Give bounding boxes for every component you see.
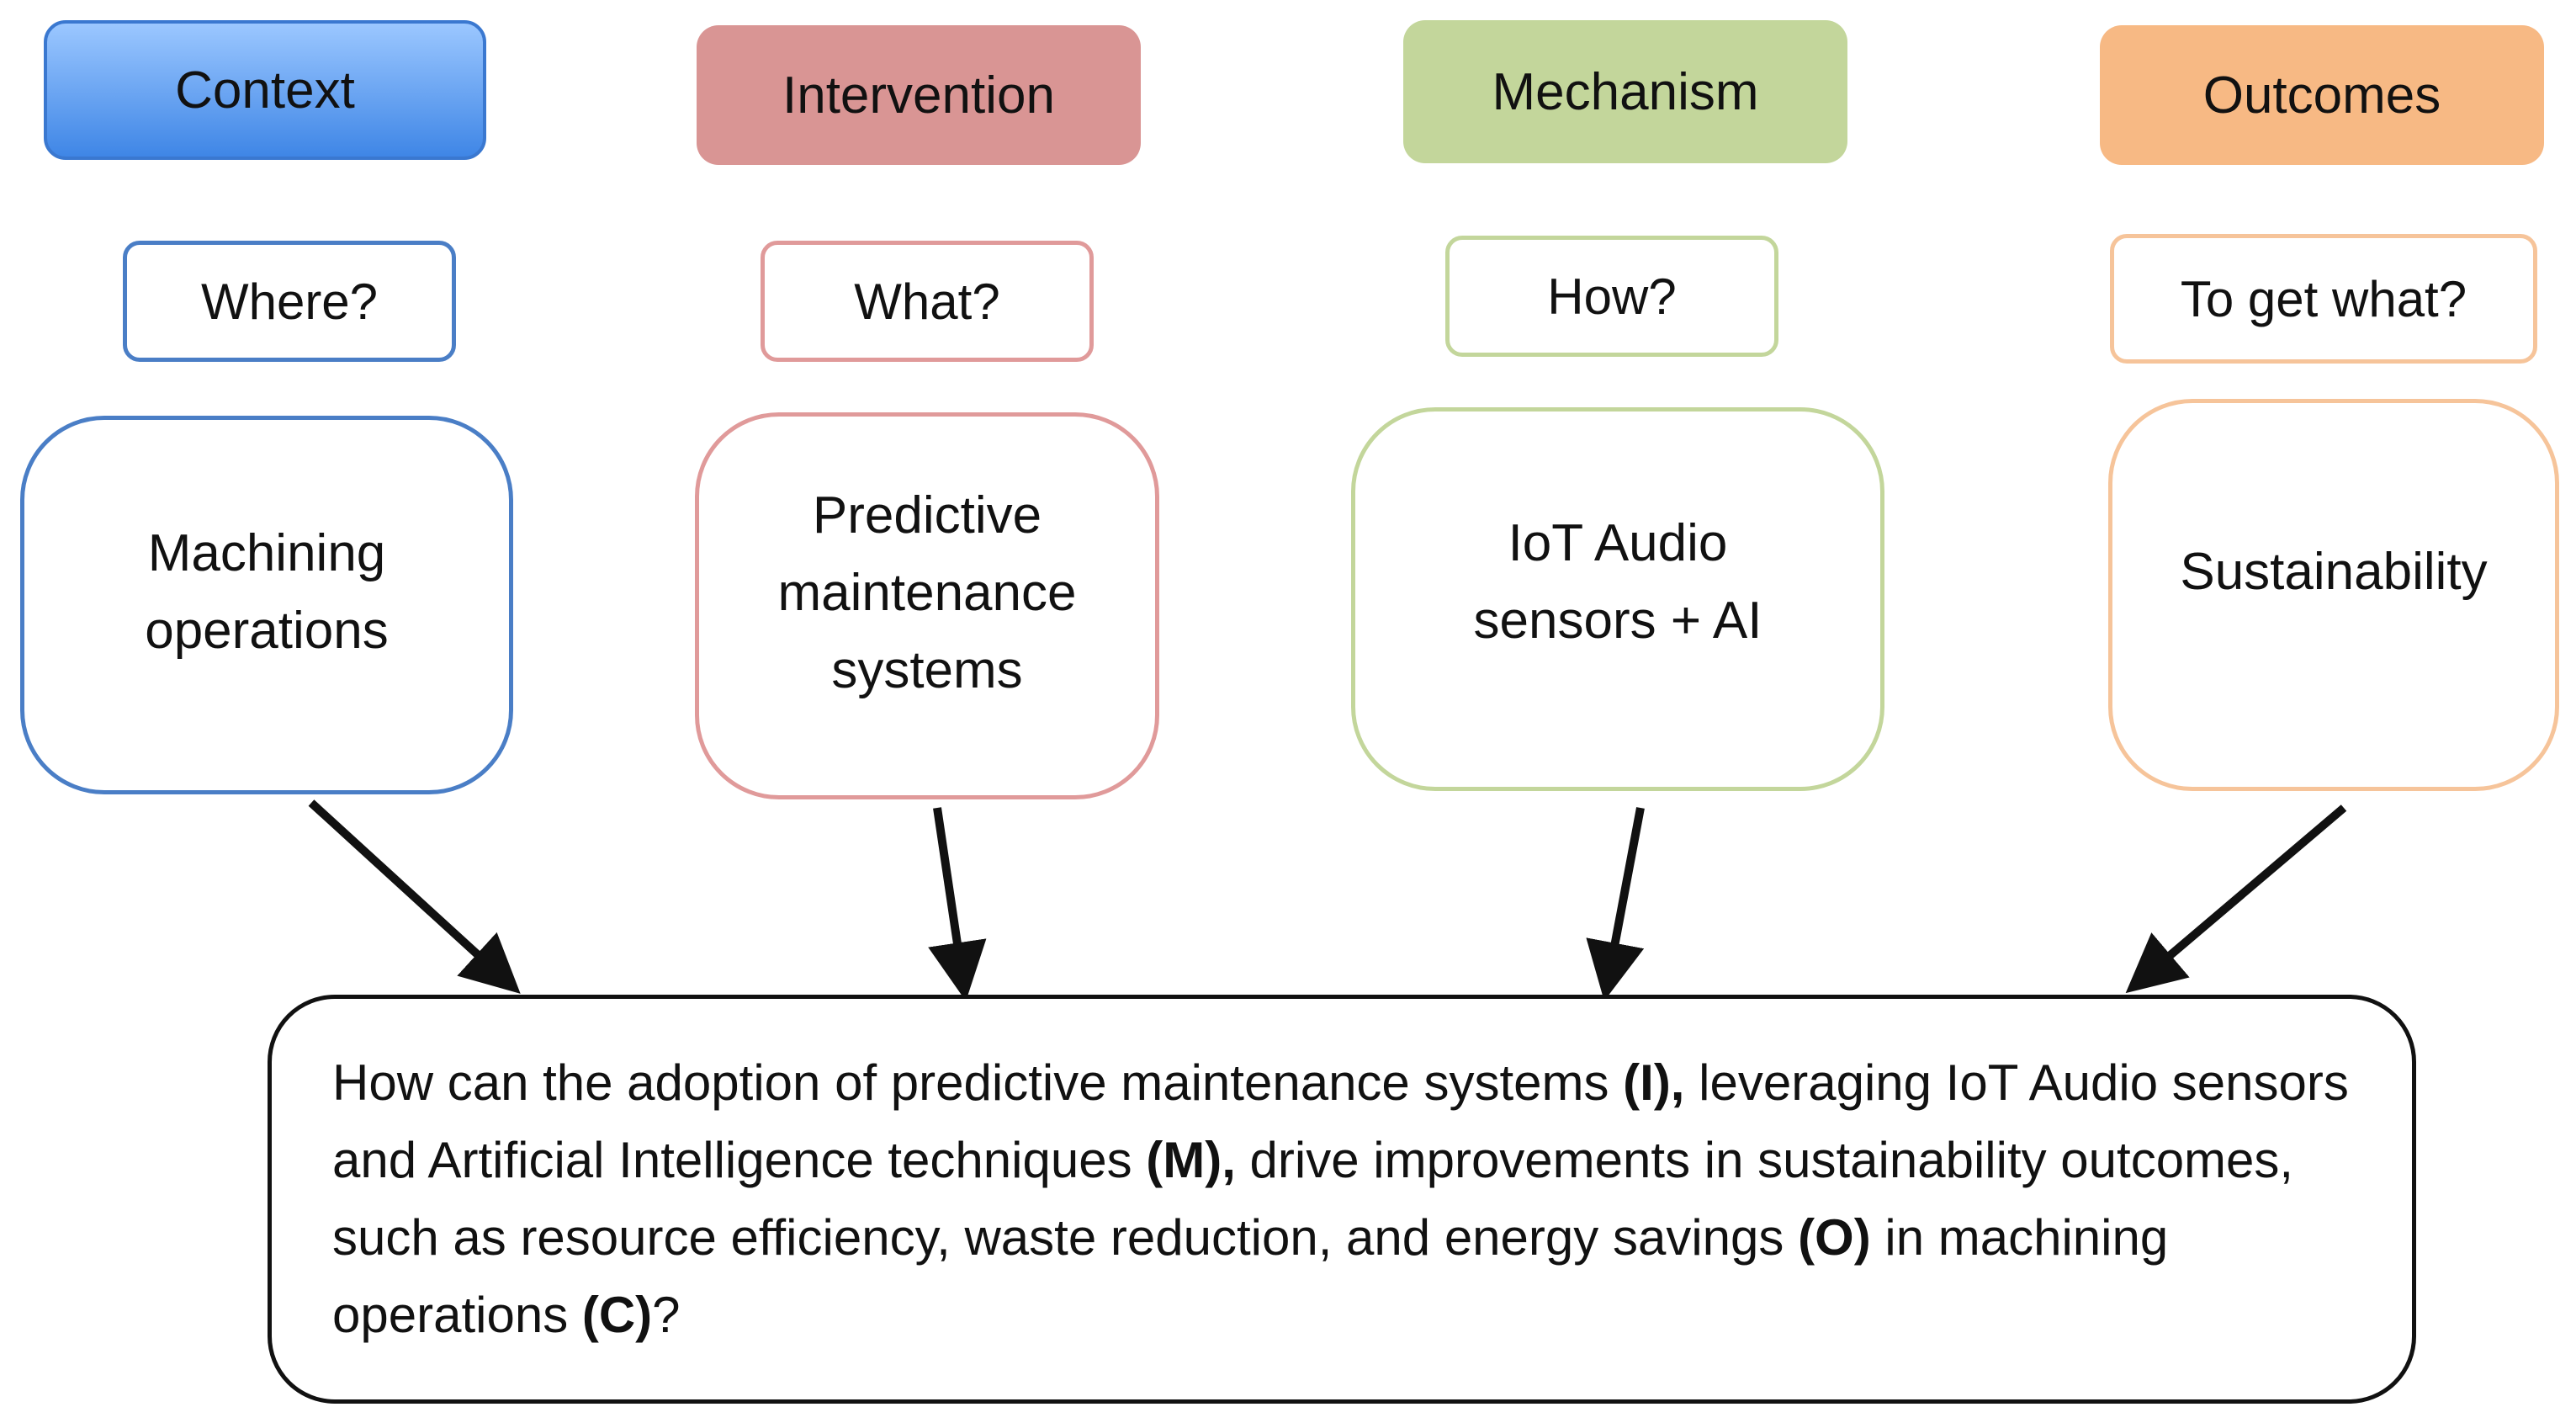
outcomes-header-label: Outcomes [2202,66,2441,125]
intervention-detail: Predictive maintenance systems [777,486,1077,699]
outcomes-detail: Sustainability [2180,543,2488,601]
outcomes-tag: (O) [1798,1209,1871,1266]
mechanism-question: How? [1547,268,1677,325]
intervention-question-box: What? [761,241,1094,362]
intervention-arrow [928,807,987,1001]
intervention-question: What? [854,273,1000,330]
intervention-header: Intervention [697,25,1141,165]
context-question: Where? [200,273,379,330]
intervention-header-label: Intervention [782,66,1055,125]
mechanism-header: Mechanism [1403,20,1847,163]
outcomes-detail-box: Sustainability [2108,399,2559,791]
research-question-text: How can the adoption of predictive maint… [332,1054,2349,1343]
outcomes-question: To get what? [2180,270,2467,327]
mechanism-detail: IoT Audio sensors + AI [1473,514,1762,650]
context-tag: (C) [581,1287,653,1343]
context-header-label: Context [175,61,355,119]
research-question-box: How can the adoption of predictive maint… [268,995,2416,1404]
context-arrow [308,799,521,994]
context-detail-box: Machining operations [20,416,513,794]
context-question-box: Where? [123,241,456,362]
intervention-detail-box: Predictive maintenance systems [695,412,1159,799]
mechanism-arrow [1586,807,1645,1001]
mechanism-question-box: How? [1445,236,1778,357]
outcomes-header: Outcomes [2100,25,2544,165]
context-header: Context [44,20,486,160]
outcomes-arrow [2125,804,2347,994]
mechanism-header-label: Mechanism [1492,62,1759,121]
outcomes-question-box: To get what? [2110,234,2537,364]
intervention-tag: (I), [1623,1054,1685,1111]
context-detail: Machining operations [145,524,389,660]
mechanism-detail-box: IoT Audio sensors + AI [1351,407,1884,791]
mechanism-tag: (M), [1146,1132,1236,1188]
